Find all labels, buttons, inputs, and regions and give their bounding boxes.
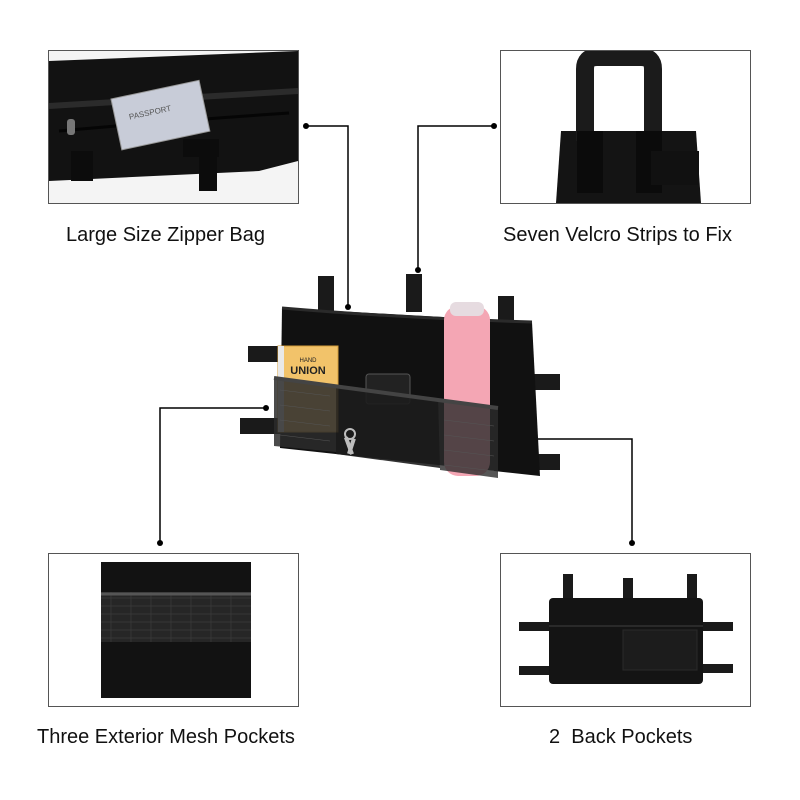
top-strap xyxy=(406,274,422,312)
book-cover-line1: HAND xyxy=(299,358,317,364)
caption-back-pockets: 2 Back Pockets xyxy=(549,726,693,748)
back-pockets-photo xyxy=(500,553,751,707)
velcro-strap-loop xyxy=(576,51,662,141)
leader-dot xyxy=(157,540,163,546)
top-strap xyxy=(318,276,334,312)
book-cover-line2: UNION xyxy=(290,365,326,377)
leader-dot xyxy=(491,123,497,129)
top-strap xyxy=(498,296,514,326)
velcro-strip-photo xyxy=(500,50,751,204)
caption-mesh-pockets: Three Exterior Mesh Pockets xyxy=(37,726,295,748)
mesh-pocket-photo xyxy=(48,553,299,707)
caption-zipper-bag: Large Size Zipper Bag xyxy=(66,224,266,246)
bag-product-photo: HAND UNION xyxy=(240,270,560,500)
leader-dot xyxy=(303,123,309,129)
mesh-pockets xyxy=(273,376,499,478)
caption-velcro-strips: Seven Velcro Strips to Fix xyxy=(503,224,732,246)
zipper-pull-icon xyxy=(67,119,75,135)
leader-dot xyxy=(629,540,635,546)
side-strap xyxy=(530,374,560,390)
keys xyxy=(344,428,356,455)
zipper-bag-photo: PASSPORT xyxy=(48,50,299,204)
